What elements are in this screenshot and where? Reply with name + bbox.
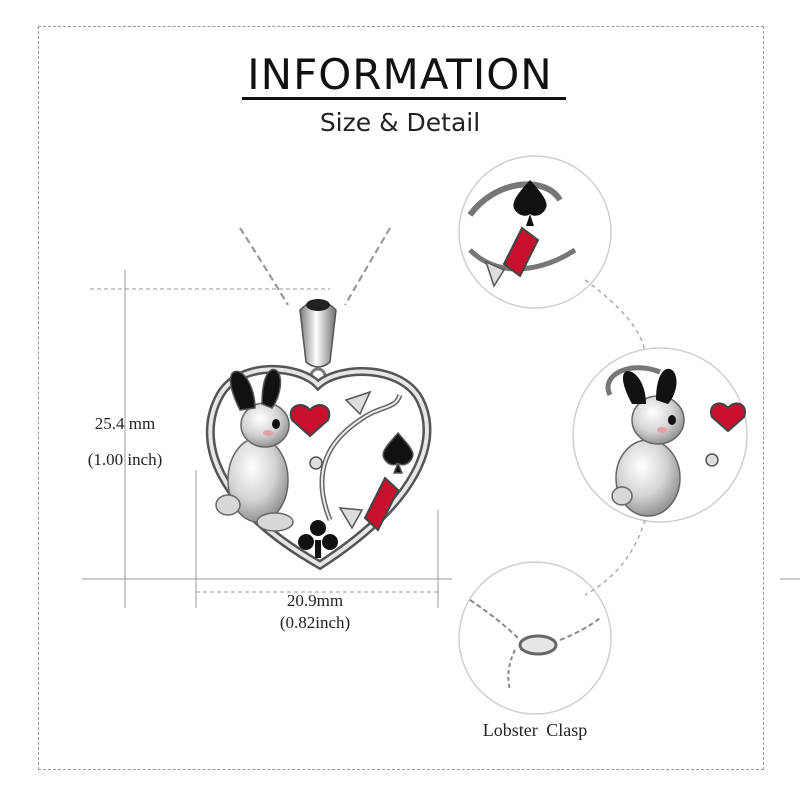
height-inch-label: (1.00 inch) bbox=[87, 450, 163, 469]
detail-circle-suits bbox=[458, 155, 612, 309]
title-underline bbox=[242, 97, 566, 100]
heart-pendant bbox=[205, 364, 432, 571]
width-mm-label: 20.9mm bbox=[286, 591, 344, 610]
height-mm-label: 25.4 mm bbox=[94, 414, 156, 433]
detail-rabbit-illustration bbox=[605, 365, 747, 517]
necklace-chain bbox=[239, 227, 391, 306]
club-icon bbox=[298, 520, 338, 558]
dashed-frame bbox=[38, 26, 764, 770]
spade-icon bbox=[382, 431, 414, 474]
detail-clasp-illustration bbox=[469, 599, 601, 691]
width-inch-label: (0.82inch) bbox=[279, 613, 351, 632]
red-heart-icon bbox=[709, 402, 747, 433]
red-heart-icon bbox=[289, 404, 331, 438]
dimension-lines bbox=[82, 270, 452, 608]
pendant-bail bbox=[299, 299, 337, 385]
diamond-icon bbox=[502, 226, 540, 278]
page-title: INFORMATION bbox=[247, 50, 553, 99]
page-subtitle: Size & Detail bbox=[319, 108, 481, 137]
spade-icon bbox=[513, 180, 547, 226]
rabbit-figure bbox=[215, 368, 323, 532]
clasp-label: Lobster Clasp bbox=[482, 720, 588, 740]
detail-suits-illustration bbox=[467, 180, 577, 288]
diamond-icon bbox=[363, 476, 400, 532]
